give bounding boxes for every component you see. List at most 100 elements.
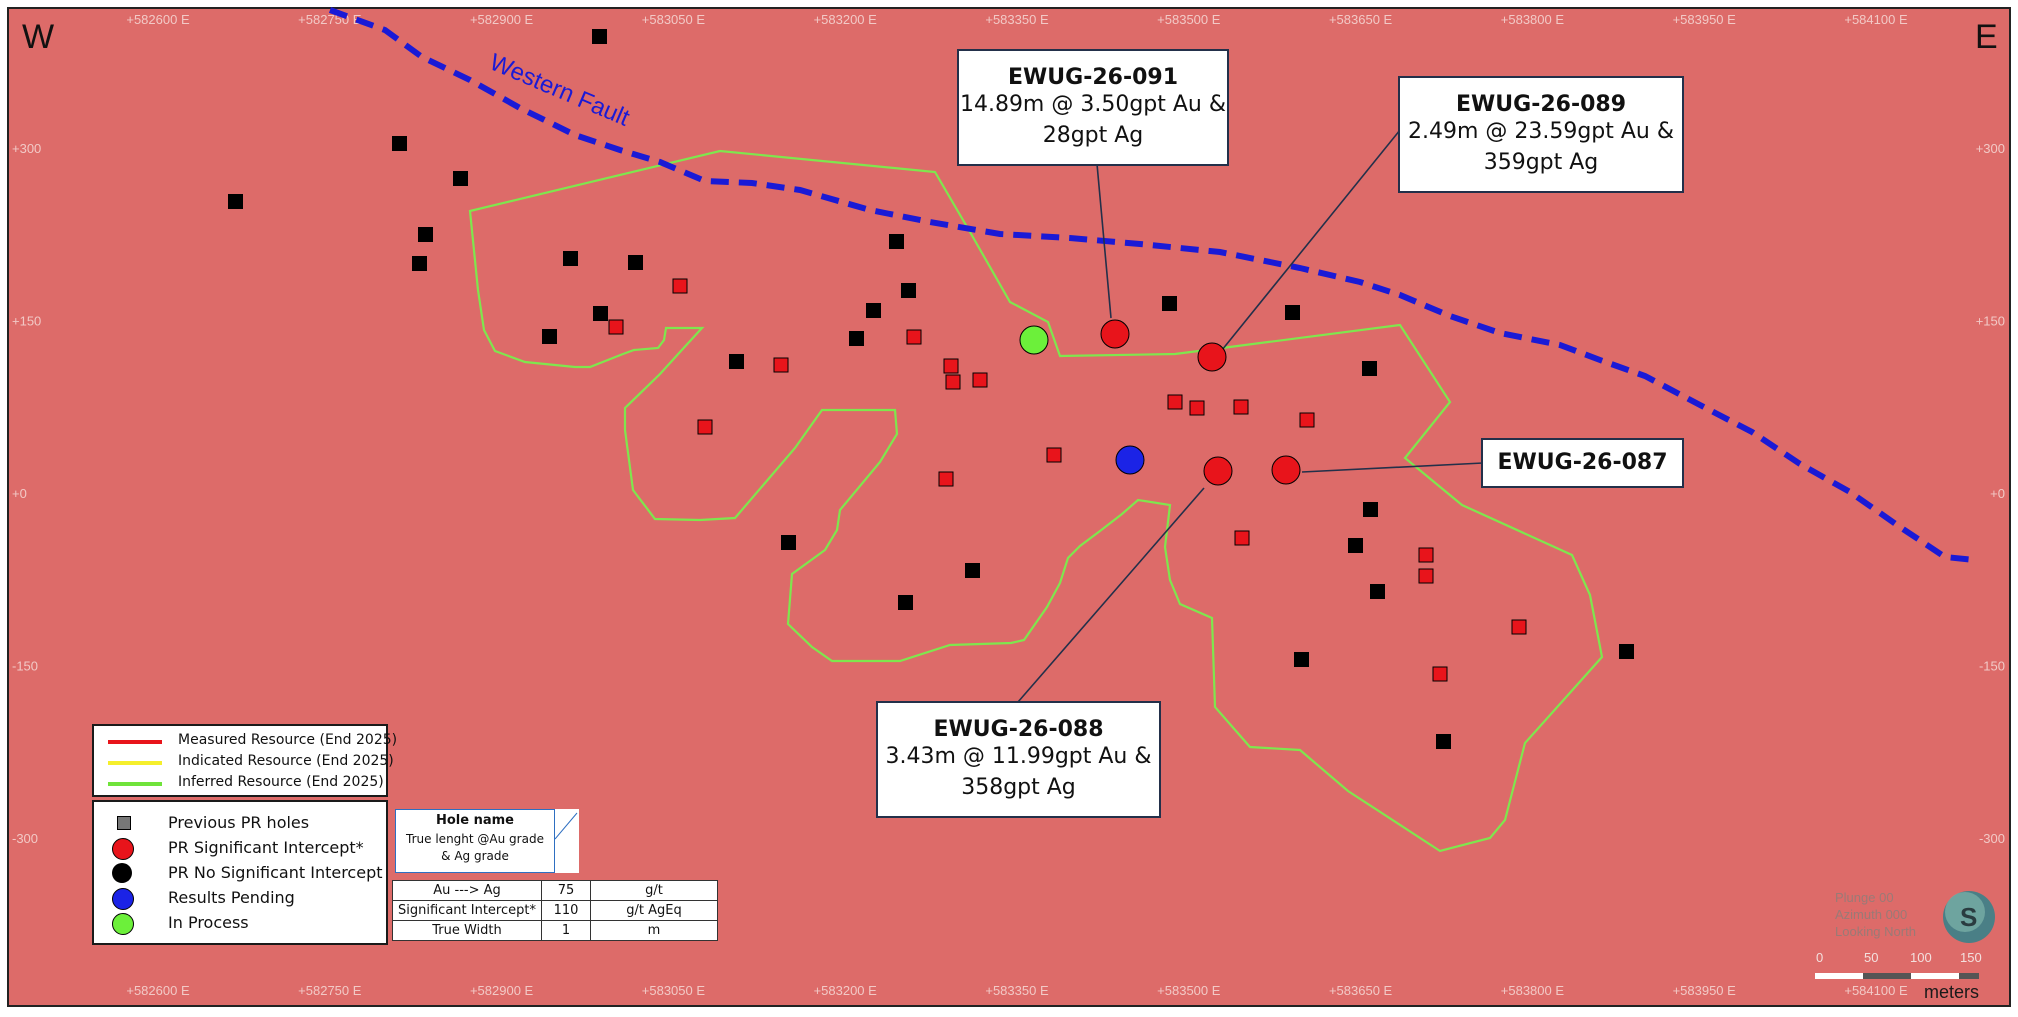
results-pending-label: Results Pending xyxy=(168,888,295,907)
elevation-tick-label: +0 xyxy=(1990,486,2005,501)
easting-tick-label: +584100 E xyxy=(1844,983,1908,998)
elevation-tick-label: +150 xyxy=(1976,314,2005,329)
param-unit: m xyxy=(590,920,718,941)
previous-hole xyxy=(1436,734,1451,749)
elevation-tick-label: -300 xyxy=(12,831,38,846)
previous-hole-red xyxy=(1233,399,1249,415)
key-line-2: & Ag grade xyxy=(441,849,509,864)
previous-hole xyxy=(412,256,427,271)
significant-intercept-087 xyxy=(1271,455,1301,485)
looking-text: Looking North xyxy=(1835,924,1916,939)
easting-ticks-bottom: +582600 E+582750 E+582900 E+583050 E+583… xyxy=(126,983,1908,998)
significant-intercept-label: PR Significant Intercept* xyxy=(168,838,364,857)
svg-text:S: S xyxy=(1960,902,1977,932)
significant-intercept-091 xyxy=(1100,319,1130,349)
previous-hole xyxy=(418,227,433,242)
easting-tick-label: +583350 E xyxy=(985,983,1049,998)
key-box-leader xyxy=(555,809,579,873)
easting-tick-label: +583050 E xyxy=(642,12,706,27)
easting-tick-label: +582600 E xyxy=(126,12,190,27)
easting-tick-label: +583350 E xyxy=(985,12,1049,27)
elevation-tick-label: -300 xyxy=(1979,831,2005,846)
previous-hole xyxy=(563,251,578,266)
compass-west: W xyxy=(22,18,54,56)
param-value: 75 xyxy=(541,880,591,901)
previous-hole-red xyxy=(945,374,961,390)
previous-hole-red xyxy=(1234,530,1250,546)
previous-hole xyxy=(889,234,904,249)
scale-label-150: 150 xyxy=(1960,950,1982,965)
previous-hole xyxy=(866,303,881,318)
western-fault-line xyxy=(328,7,1976,563)
callout-leaders xyxy=(1017,129,1484,703)
previous-hole-red xyxy=(773,357,789,373)
azimuth-text: Azimuth 000 xyxy=(1835,907,1908,922)
easting-tick-label: +583200 E xyxy=(814,12,878,27)
blue-circle-icon xyxy=(112,888,134,910)
previous-hole xyxy=(849,331,864,346)
indicated-resource-label: Indicated Resource (End 2025) xyxy=(178,753,394,769)
hole-name: EWUG-26-087 xyxy=(1497,450,1668,475)
param-name: True Width xyxy=(392,920,542,941)
easting-tick-label: +583050 E xyxy=(642,983,706,998)
previous-holes xyxy=(228,29,1634,749)
table-row: Significant Intercept* 110 g/t AgEq xyxy=(392,900,718,921)
compass-east: E xyxy=(1975,18,1998,56)
orientation-globe-icon: S xyxy=(1943,891,1995,943)
previous-hole-red xyxy=(1046,447,1062,463)
easting-tick-label: +583800 E xyxy=(1501,983,1565,998)
previous-hole xyxy=(1363,502,1378,517)
previous-hole-red xyxy=(1511,619,1527,635)
elevation-tick-label: +150 xyxy=(12,314,41,329)
in-process-label: In Process xyxy=(168,913,249,932)
previous-hole-red xyxy=(943,358,959,374)
table-row: Au ---> Ag 75 g/t xyxy=(392,880,718,901)
key-title: Hole name xyxy=(436,813,514,828)
elevation-ticks-left: +300+150+0-150-300 xyxy=(12,141,41,846)
param-value: 1 xyxy=(541,920,591,941)
previous-hole-red xyxy=(972,372,988,388)
elevation-ticks-right: +300 +150 +0 -150 -300 xyxy=(1976,141,2005,846)
intercept-silver: 358gpt Ag xyxy=(961,774,1076,800)
easting-tick-label: +583500 E xyxy=(1157,12,1221,27)
previous-hole-red xyxy=(1189,400,1205,416)
callout-key-box: Hole name True lenght @Au grade & Ag gra… xyxy=(395,809,555,873)
elevation-tick-label: -150 xyxy=(1979,659,2005,674)
view-orientation: Plunge 00 Azimuth 000 Looking North xyxy=(1835,889,1916,940)
elevation-tick-label: +300 xyxy=(1976,141,2005,156)
in-process-hole xyxy=(1019,325,1049,355)
previous-hole xyxy=(1362,361,1377,376)
intercept-silver: 359gpt Ag xyxy=(1483,149,1599,175)
previous-holes-label: Previous PR holes xyxy=(168,813,310,832)
easting-tick-label: +583650 E xyxy=(1329,983,1393,998)
previous-hole xyxy=(1348,538,1363,553)
inferred-resource-label: Inferred Resource (End 2025) xyxy=(178,774,384,790)
elevation-tick-label: -150 xyxy=(12,659,38,674)
hole-name: EWUG-26-091 xyxy=(1007,65,1179,90)
previous-hole xyxy=(781,535,796,550)
green-circle-icon xyxy=(112,913,134,935)
previous-hole-red xyxy=(608,319,624,335)
scale-label-50: 50 xyxy=(1864,950,1879,965)
scale-label-0: 0 xyxy=(1816,950,1824,965)
hole-name: EWUG-26-088 xyxy=(933,717,1104,742)
black-circle-icon xyxy=(112,863,132,883)
callout-ewug-26-087: EWUG-26-087 xyxy=(1481,438,1684,488)
previous-hole-red xyxy=(1418,547,1434,563)
previous-hole-red xyxy=(1418,568,1434,584)
previous-hole-red xyxy=(906,329,922,345)
previous-hole xyxy=(592,29,607,44)
significant-intercept-089 xyxy=(1197,342,1227,372)
cutoff-parameters-table: Au ---> Ag 75 g/t Significant Intercept*… xyxy=(392,880,718,941)
previous-hole xyxy=(898,595,913,610)
hole-name: EWUG-26-089 xyxy=(1455,92,1627,117)
table-row: True Width 1 m xyxy=(392,920,718,941)
grey-square-icon xyxy=(117,816,131,830)
intercept-grade: 14.89m @ 3.50gpt Au & xyxy=(959,92,1227,117)
inferred-resource-swatch xyxy=(108,782,162,786)
previous-hole xyxy=(228,194,243,209)
previous-hole xyxy=(1162,296,1177,311)
previous-hole xyxy=(392,136,407,151)
leader-089 xyxy=(1221,129,1401,351)
intercept-grade: 2.49m @ 23.59gpt Au & xyxy=(1407,119,1675,144)
